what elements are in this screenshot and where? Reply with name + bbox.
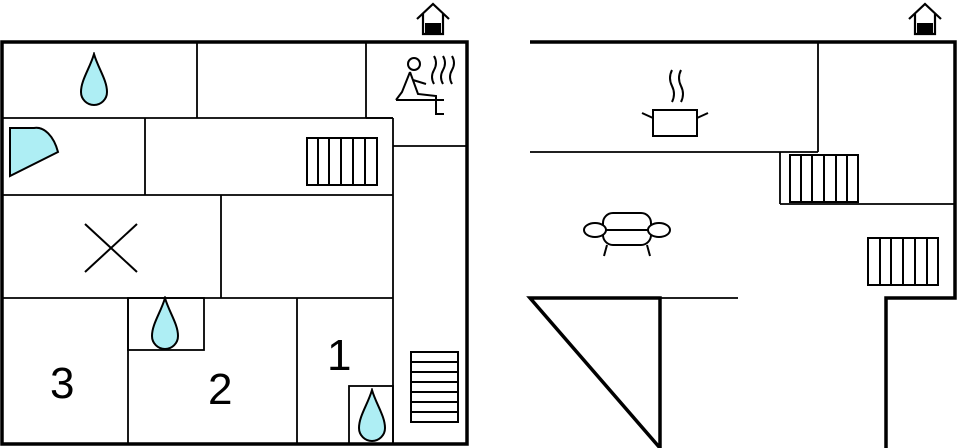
sauna-icon [395,55,455,115]
radiator-icon [789,154,859,203]
water-drop-icon [80,53,108,106]
ground-floor-outer-wall [0,40,469,446]
water-drop-icon [151,297,179,350]
upper-floor-plan [526,2,957,448]
house-entrance-icon [415,2,451,36]
water-drop-icon [358,389,386,442]
house-entrance-icon [907,2,943,36]
cooking-pot-icon [641,69,709,137]
room-number-2: 2 [208,365,232,414]
room-number-1: 1 [327,331,351,380]
radiator-icon [306,137,378,186]
upper-floor-outer-wall [526,40,957,448]
ground-floor-plan: 3 2 1 [0,2,469,446]
cross-mark-icon [84,223,138,273]
shower-door-icon [9,126,60,178]
room-number-3: 3 [50,359,74,408]
stairs-icon [410,351,459,423]
radiator-icon [867,237,939,286]
sofa-icon [583,212,671,257]
